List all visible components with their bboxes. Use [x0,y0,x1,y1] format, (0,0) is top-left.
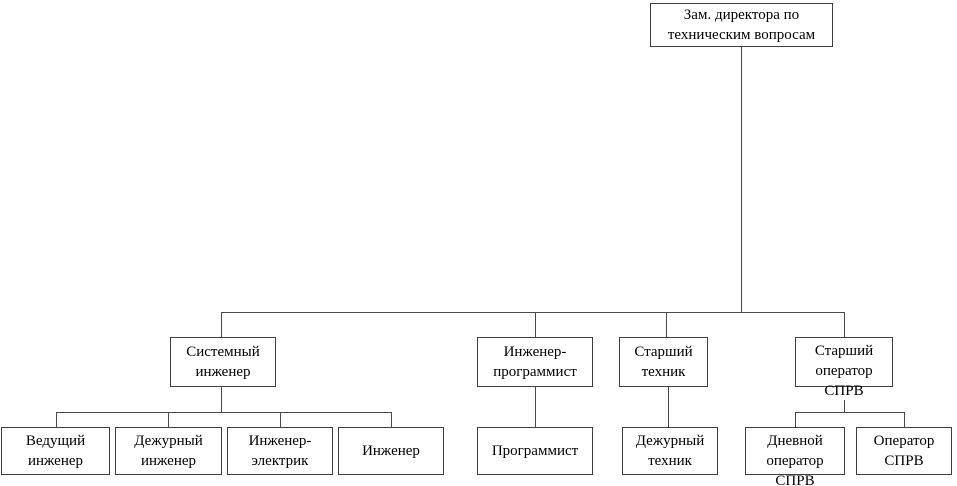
connector-line [904,412,905,427]
connector-line [221,312,845,313]
node-programmer: Программист [477,427,593,475]
connector-line [795,412,796,427]
connector-line [280,412,281,427]
connector-line [844,400,845,412]
connector-line [844,312,845,337]
connector-line [535,312,536,337]
connector-line [56,412,57,427]
connector-line [668,387,669,427]
node-senior-technician: Старший техник [619,337,708,387]
connector-line [168,412,169,427]
connector-line [221,312,222,337]
node-lead-engineer: Ведущий инженер [1,427,110,475]
connector-line [221,387,222,412]
node-electrical-engineer: Инженер- электрик [227,427,333,475]
node-system-engineer: Системный инженер [170,337,276,387]
node-software-engineer: Инженер- программист [477,337,593,387]
connector-line [391,412,392,427]
connector-line [666,312,667,337]
node-engineer: Инженер [338,427,444,475]
connector-line [741,47,742,312]
connector-line [795,412,905,413]
node-duty-technician: Дежурный техник [622,427,718,475]
connector-line [535,387,536,427]
connector-line [56,412,392,413]
node-day-operator-sprv: Дневной оператор СПРВ [745,427,845,486]
node-operator-sprv: Оператор СПРВ [856,427,952,475]
node-senior-operator-sprv: Старший оператор СПРВ [795,337,893,399]
node-deputy-director: Зам. директора по техническим вопросам [650,3,833,47]
node-duty-engineer: Дежурный инженер [115,427,222,475]
